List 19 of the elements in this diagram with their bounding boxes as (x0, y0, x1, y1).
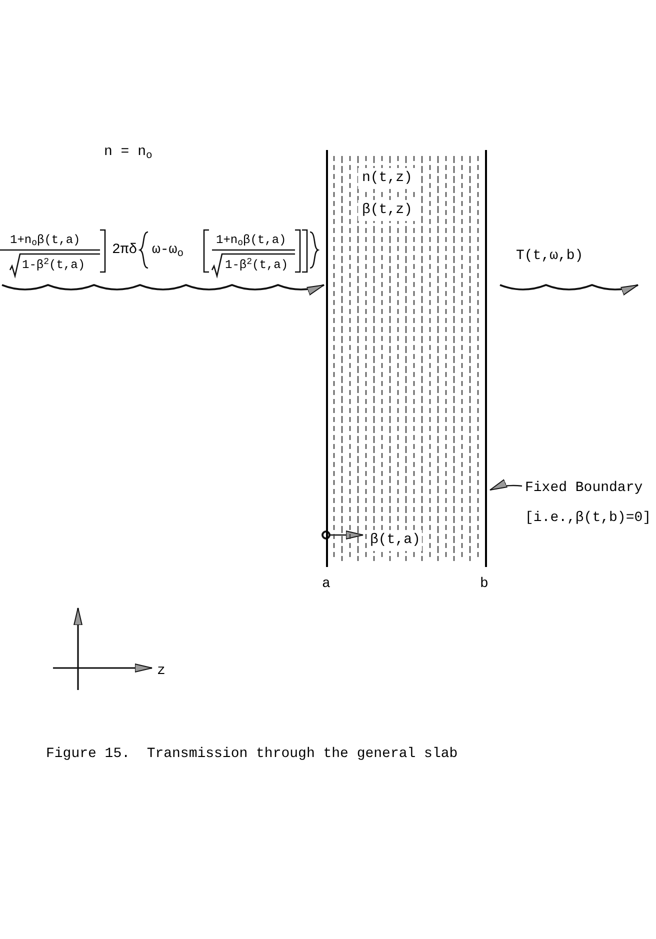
formula-term: 2πδ (112, 241, 138, 260)
formula-term: ω-ω$_{o}$ (152, 241, 184, 261)
formula-denominator: 1-β$^{2}$(t,a) (225, 256, 288, 274)
formula-numerator: 1+n$_{o}$β(t,a) (10, 232, 80, 249)
wavy-arrow (2, 284, 324, 295)
leader-line (490, 479, 522, 491)
note-text: Fixed Boundary (525, 479, 643, 498)
equation: n = n$_{o}$ (104, 143, 152, 163)
note-text: [i.e.,β(t,b)=0] (525, 509, 652, 528)
field-label: n(t,z) (358, 168, 416, 189)
axis-label: z (157, 662, 166, 681)
field-label: β(t,z) (358, 200, 416, 221)
boundary-label: a (322, 575, 330, 594)
formula-denominator: 1-β$^{2}$(t,a) (22, 256, 86, 274)
formula-numerator: 1+n$_{o}$β(t,a) (216, 232, 286, 249)
boundary-label: b (480, 575, 488, 594)
caption: Figure 15. Transmission through the general slab (46, 745, 458, 764)
velocity-label: β(t,a) (368, 530, 422, 551)
wave-label: T(t,ω,b) (516, 247, 584, 266)
